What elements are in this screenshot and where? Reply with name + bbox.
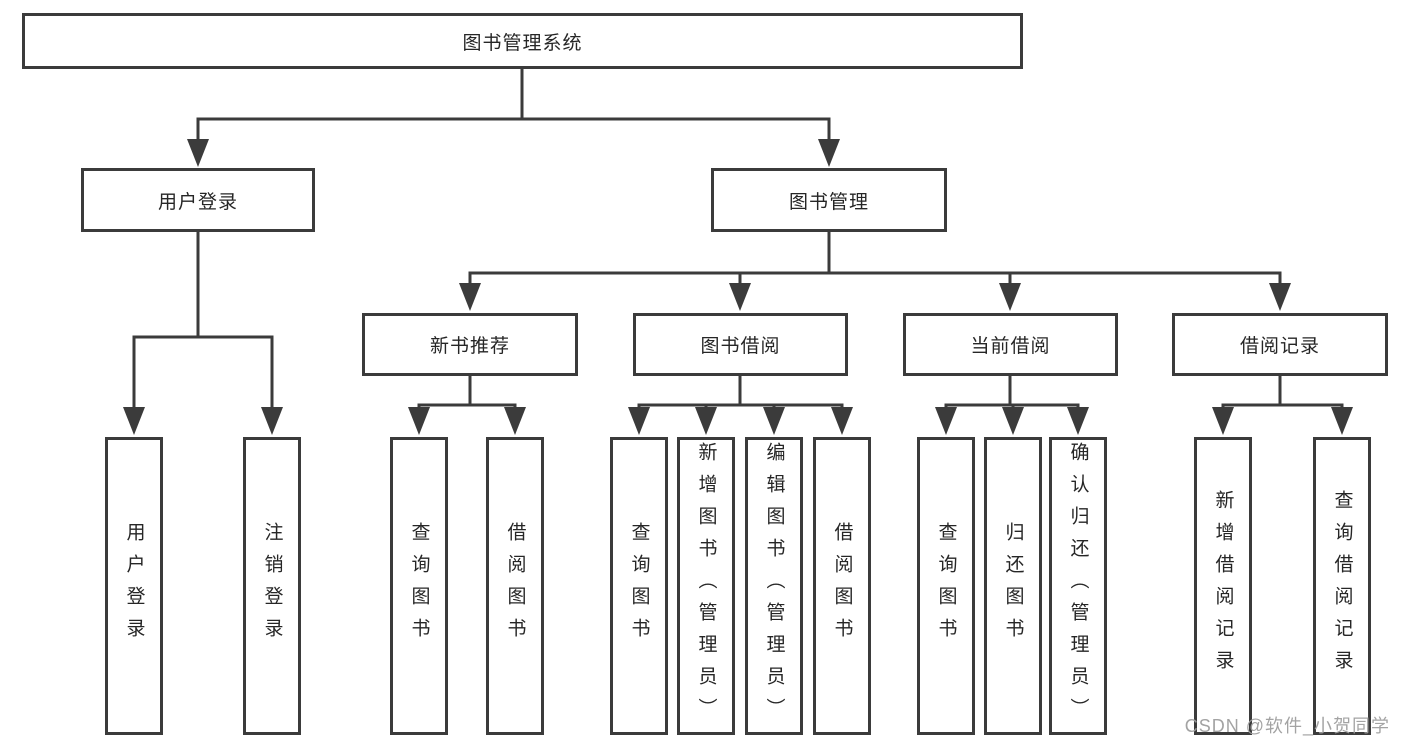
arrow-down-icon — [1331, 407, 1353, 435]
leaf-query-books-current: 查询图书 — [917, 437, 975, 735]
arrow-down-icon — [818, 139, 840, 167]
node-book-management: 图书管理 — [711, 168, 947, 232]
leaf-logout: 注销登录 — [243, 437, 301, 735]
arrow-down-icon — [408, 407, 430, 435]
leaf-add-borrow-record: 新增借阅记录 — [1194, 437, 1252, 735]
node-label: 新增借阅记录 — [1212, 490, 1234, 682]
leaf-query-books-recommend: 查询图书 — [390, 437, 448, 735]
node-label: 查询图书 — [408, 522, 430, 650]
leaf-edit-books-admin: 编辑图书（管理员） — [745, 437, 803, 735]
leaf-query-books-borrow: 查询图书 — [610, 437, 668, 735]
arrow-down-icon — [1002, 407, 1024, 435]
leaf-borrow-books-recommend: 借阅图书 — [486, 437, 544, 735]
node-label: 借阅记录 — [1239, 336, 1320, 357]
node-label: 归还图书 — [1002, 522, 1024, 650]
node-label: 新书推荐 — [429, 336, 510, 357]
connector-new-book-group — [417, 376, 517, 409]
leaf-user-login: 用户登录 — [105, 437, 163, 735]
connector-book-borrow-group — [637, 376, 844, 409]
leaf-return-books: 归还图书 — [984, 437, 1042, 735]
arrow-down-icon — [1212, 407, 1234, 435]
node-book-borrowing: 图书借阅 — [633, 313, 848, 376]
node-label: 查询图书 — [628, 522, 650, 650]
leaf-query-borrow-record: 查询借阅记录 — [1313, 437, 1371, 735]
node-label: 图书借阅 — [700, 336, 781, 357]
node-current-borrowing: 当前借阅 — [903, 313, 1118, 376]
arrow-down-icon — [504, 407, 526, 435]
node-label: 确认归还（管理员） — [1067, 442, 1089, 730]
leaf-confirm-return-admin: 确认归还（管理员） — [1049, 437, 1107, 735]
node-label: 查询图书 — [935, 522, 957, 650]
node-label: 借阅图书 — [831, 522, 853, 650]
connector-root-to-level2 — [196, 69, 831, 141]
connector-user-login-group — [132, 232, 274, 409]
node-label: 编辑图书（管理员） — [763, 442, 785, 730]
node-label: 当前借阅 — [970, 336, 1051, 357]
node-user-login: 用户登录 — [81, 168, 315, 232]
arrow-down-icon — [1269, 283, 1291, 311]
node-label: 新增图书（管理员） — [695, 442, 717, 730]
arrow-down-icon — [187, 139, 209, 167]
arrow-down-icon — [935, 407, 957, 435]
node-label: 查询借阅记录 — [1331, 490, 1353, 682]
arrow-down-icon — [628, 407, 650, 435]
node-label: 用户登录 — [157, 191, 238, 213]
node-new-book-recommendation: 新书推荐 — [362, 313, 578, 376]
arrow-down-icon — [261, 407, 283, 435]
arrow-down-icon — [1067, 407, 1089, 435]
node-label: 图书管理 — [788, 191, 869, 213]
leaf-borrow-books: 借阅图书 — [813, 437, 871, 735]
watermark: CSDN @软件_小贺同学 — [1184, 716, 1390, 736]
connector-book-management-to-level3 — [468, 232, 1282, 285]
node-library-management-system: 图书管理系统 — [22, 13, 1023, 69]
arrow-down-icon — [123, 407, 145, 435]
node-label: 注销登录 — [261, 522, 283, 650]
arrow-down-icon — [459, 283, 481, 311]
leaf-add-books-admin: 新增图书（管理员） — [677, 437, 735, 735]
node-label: 用户登录 — [123, 522, 145, 650]
arrow-down-icon — [831, 407, 853, 435]
arrow-down-icon — [999, 283, 1021, 311]
arrow-down-icon — [695, 407, 717, 435]
connector-borrow-record-group — [1221, 376, 1344, 409]
node-borrowing-records: 借阅记录 — [1172, 313, 1388, 376]
arrowheads — [123, 139, 1353, 435]
arrow-down-icon — [763, 407, 785, 435]
node-label: 借阅图书 — [504, 522, 526, 650]
node-label: 图书管理系统 — [462, 32, 583, 54]
connector-current-borrow-group — [944, 376, 1080, 409]
arrow-down-icon — [729, 283, 751, 311]
